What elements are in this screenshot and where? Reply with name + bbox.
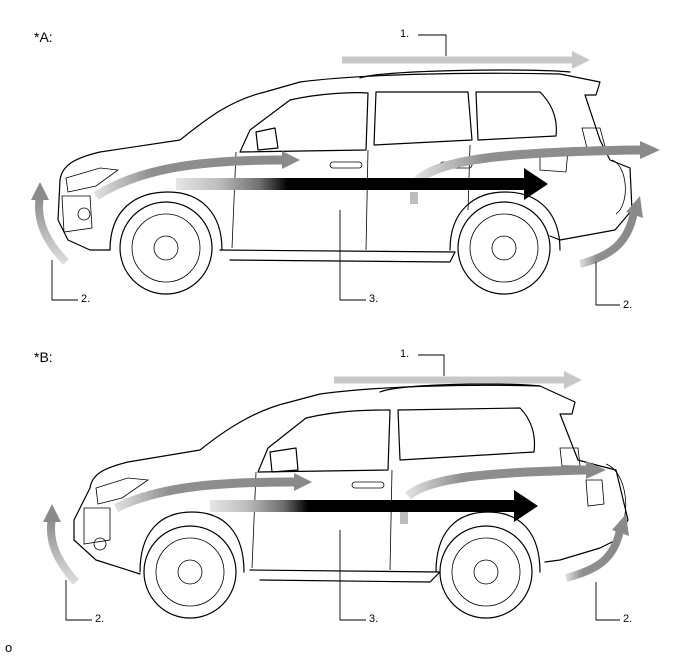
panel-a-front-circulation-arrow (35, 195, 69, 265)
panel-a-label: *A: (34, 29, 53, 45)
panel-a-callout-1: 1. (400, 28, 410, 40)
panel-a-airflow (31, 51, 660, 268)
panel-a-side-flow-rear-arrow (414, 145, 641, 184)
panel-b-leader-lines (65, 354, 620, 621)
panel-b-side-flow-front-arrow (113, 477, 295, 513)
panel-a-under-flow-arrow (176, 178, 526, 190)
panel-a-rear-circulation-arrow (578, 211, 638, 268)
panel-b-rear-circulation-arrow (564, 529, 624, 582)
panel-a-callout-2-rear: 2. (623, 299, 633, 311)
panel-b-callout-2-front: 2. (95, 613, 105, 625)
panel-b-front-circulation-arrow (47, 517, 79, 585)
panel-b-callout-2-rear: 2. (623, 613, 633, 625)
panel-b-label: *B: (34, 349, 53, 365)
panel-b-callout-3: 3. (369, 613, 379, 625)
panel-b-vehicle (73, 383, 629, 619)
panel-b-airflow (43, 371, 629, 585)
figure-code: o (5, 640, 13, 655)
panel-b-side-flow-rear-arrow (404, 465, 587, 500)
panel-a-callout-3: 3. (369, 293, 379, 305)
panel-a-side-flow-front-arrow (93, 155, 283, 200)
panel-b-under-flow-arrow (210, 500, 516, 512)
panel-a-callout-2-front: 2. (81, 293, 91, 305)
panel-b-callout-1: 1. (400, 348, 410, 360)
panel-a-leader-lines (51, 34, 620, 306)
